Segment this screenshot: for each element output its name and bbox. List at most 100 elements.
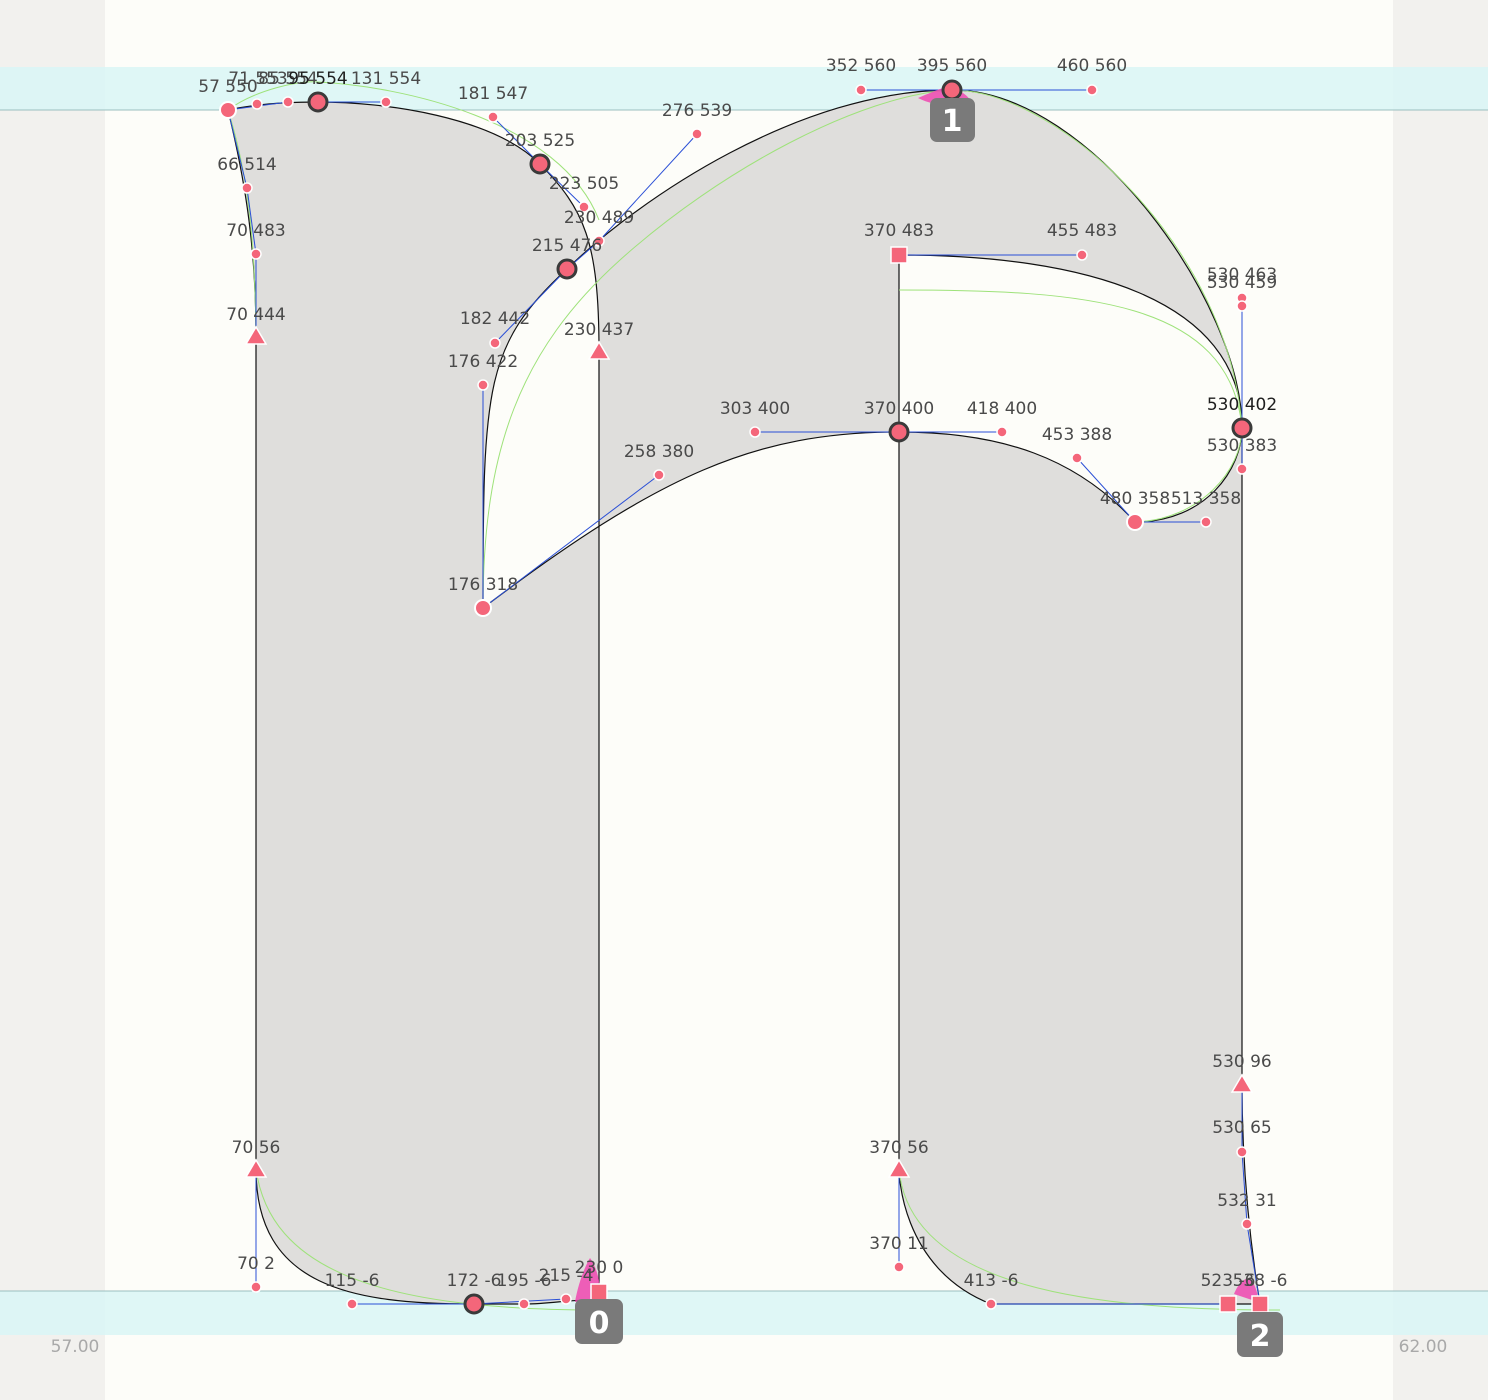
- point-label: 230 489: [564, 208, 634, 228]
- smooth-points[interactable]: [307, 79, 1253, 1315]
- point-label: 215 -4: [539, 1266, 594, 1286]
- offcurve-point[interactable]: [1071, 452, 1083, 464]
- left-sidebearing-value: 57.00: [51, 1337, 100, 1357]
- point-label: 172 -6: [447, 1271, 502, 1291]
- offcurve-point[interactable]: [593, 235, 605, 247]
- point-label: 276 539: [662, 101, 732, 121]
- smooth-point[interactable]: [941, 79, 963, 101]
- point-label: 181 547: [458, 84, 528, 104]
- smooth-point[interactable]: [888, 421, 910, 443]
- offcurve-point[interactable]: [380, 96, 392, 108]
- svg-text:0: 0: [589, 1306, 610, 1341]
- curve-points[interactable]: [219, 101, 1144, 617]
- point-label: 66 514: [217, 155, 276, 175]
- tangent-points[interactable]: [244, 325, 1254, 1178]
- point-label: 370 483: [864, 221, 934, 241]
- offcurve-point[interactable]: [241, 182, 253, 194]
- offcurve-point[interactable]: [1236, 463, 1248, 475]
- offcurve-point[interactable]: [560, 1293, 572, 1305]
- smooth-point[interactable]: [1231, 417, 1253, 439]
- contour-badge-2: 2: [1237, 1312, 1283, 1357]
- offcurve-point[interactable]: [346, 1298, 358, 1310]
- point-label: 95 554: [288, 69, 347, 89]
- offcurve-point[interactable]: [1200, 516, 1212, 528]
- point-label: 57 550: [198, 77, 257, 97]
- point-label: 176 318: [448, 575, 518, 595]
- curve-point[interactable]: [1126, 513, 1144, 531]
- offcurve-point[interactable]: [893, 1261, 905, 1273]
- corner-point[interactable]: [590, 1283, 608, 1301]
- tangent-point[interactable]: [244, 325, 268, 345]
- offcurve-point[interactable]: [1086, 84, 1098, 96]
- point-label: 530 96: [1212, 1052, 1271, 1072]
- left-sidebearing-area: [0, 0, 105, 1400]
- tangent-point[interactable]: [244, 1158, 268, 1178]
- corner-point[interactable]: [1251, 1295, 1269, 1313]
- point-label: 523 -6: [1201, 1271, 1256, 1291]
- offcurve-point[interactable]: [251, 98, 263, 110]
- offcurve-point[interactable]: [985, 1298, 997, 1310]
- point-label: 203 525: [505, 131, 575, 151]
- point-label: 370 400: [864, 399, 934, 419]
- smooth-point[interactable]: [556, 258, 578, 280]
- offcurve-point[interactable]: [1076, 249, 1088, 261]
- offcurve-point[interactable]: [282, 96, 294, 108]
- point-label: 215 476: [532, 236, 602, 256]
- point-label: 230 0: [575, 1258, 624, 1278]
- point-label: 460 560: [1057, 56, 1127, 76]
- offcurve-point[interactable]: [691, 128, 703, 140]
- point-label: 413 -6: [964, 1271, 1019, 1291]
- point-label: 352 560: [826, 56, 896, 76]
- offcurve-point[interactable]: [250, 1281, 262, 1293]
- smooth-point[interactable]: [307, 91, 329, 113]
- curve-point[interactable]: [474, 599, 492, 617]
- tangent-point[interactable]: [1230, 1073, 1254, 1093]
- point-label: 223 505: [549, 174, 619, 194]
- point-label: 115 -6: [325, 1271, 380, 1291]
- point-label: 71 553: [228, 69, 287, 89]
- xheight-overshoot-zone: [0, 67, 1488, 110]
- corner-points[interactable]: [590, 246, 1269, 1313]
- tangent-point[interactable]: [587, 340, 611, 360]
- point-label: 532 31: [1217, 1191, 1276, 1211]
- offcurve-point[interactable]: [1241, 1218, 1253, 1230]
- point-label: 513 358: [1171, 489, 1241, 509]
- smooth-point[interactable]: [463, 1293, 485, 1315]
- right-sidebearing-area: [1393, 0, 1488, 1400]
- tangent-point[interactable]: [887, 1158, 911, 1178]
- point-label: 370 11: [869, 1234, 928, 1254]
- point-label: 480 358: [1100, 489, 1170, 509]
- point-label: 182 442: [460, 309, 530, 329]
- point-label: 418 400: [967, 399, 1037, 419]
- point-label: 70 444: [226, 305, 285, 325]
- off-curve-points[interactable]: [241, 84, 1253, 1310]
- offcurve-point[interactable]: [996, 426, 1008, 438]
- offcurve-point[interactable]: [489, 337, 501, 349]
- point-label: 70 2: [237, 1254, 275, 1274]
- smooth-point[interactable]: [529, 153, 551, 175]
- offcurve-point[interactable]: [578, 201, 590, 213]
- corner-point[interactable]: [1219, 1295, 1237, 1313]
- point-label: 530 459: [1207, 273, 1277, 293]
- offcurve-point[interactable]: [487, 111, 499, 123]
- offcurve-point[interactable]: [250, 248, 262, 260]
- offcurve-point[interactable]: [477, 379, 489, 391]
- offcurve-point[interactable]: [518, 1298, 530, 1310]
- curve-point[interactable]: [219, 101, 237, 119]
- point-label: 395 560: [917, 56, 987, 76]
- offcurve-point[interactable]: [1236, 1146, 1248, 1158]
- offcurve-point[interactable]: [653, 469, 665, 481]
- point-label: 303 400: [720, 399, 790, 419]
- contour-badge-0: 0: [575, 1299, 623, 1344]
- point-label: 70 56: [232, 1138, 281, 1158]
- point-label: 258 380: [624, 442, 694, 462]
- point-label: 455 483: [1047, 221, 1117, 241]
- point-label: 453 388: [1042, 425, 1112, 445]
- control-handles: [227, 89, 1261, 1305]
- offcurve-point[interactable]: [1236, 300, 1248, 312]
- offcurve-point[interactable]: [855, 84, 867, 96]
- corner-point[interactable]: [890, 246, 908, 264]
- point-label: 85 554: [258, 69, 317, 89]
- offcurve-point[interactable]: [749, 426, 761, 438]
